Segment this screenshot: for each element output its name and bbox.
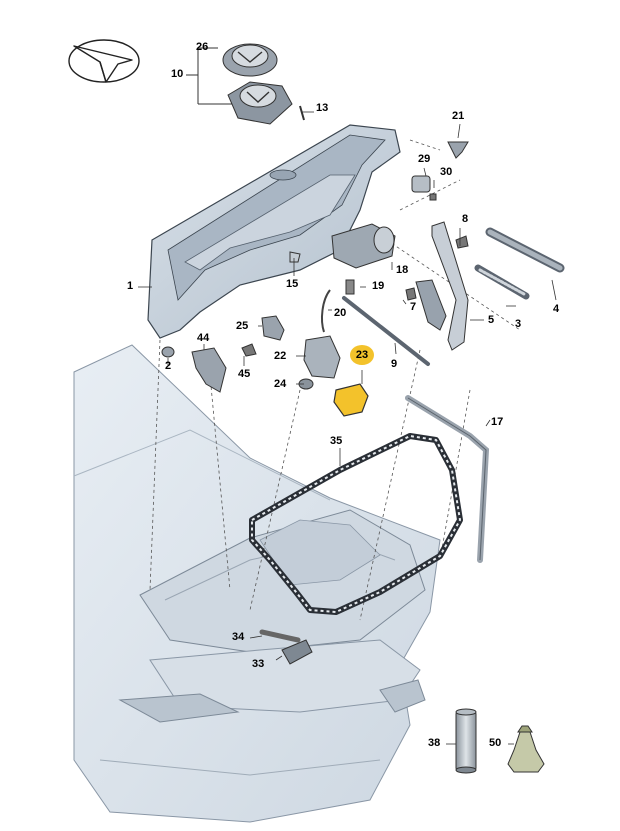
- label-part-7: 7: [410, 301, 417, 313]
- label-part-17: 17: [491, 416, 504, 428]
- polish-can-38: [455, 708, 477, 774]
- label-part-5: 5: [488, 314, 495, 326]
- label-part-44: 44: [197, 332, 210, 344]
- label-part-50: 50: [489, 737, 502, 749]
- lock-motor-18: [331, 223, 396, 295]
- label-part-30: 30: [440, 166, 453, 178]
- label-part-13: 13: [316, 102, 329, 114]
- label-part-15: 15: [286, 278, 299, 290]
- part-23-highlighted: [333, 383, 369, 417]
- label-part-21: 21: [452, 110, 465, 122]
- label-part-2: 2: [165, 360, 172, 372]
- label-part-22: 22: [274, 350, 287, 362]
- label-part-23: 23: [350, 345, 374, 365]
- hinge-arm: [415, 221, 469, 351]
- label-part-45: 45: [238, 368, 251, 380]
- label-part-34: 34: [232, 631, 245, 643]
- small-parts: [161, 141, 469, 358]
- label-part-20: 20: [334, 307, 347, 319]
- label-part-25: 25: [236, 320, 249, 332]
- seal-35-inner: [251, 434, 462, 614]
- lock-parts: [191, 315, 341, 393]
- floor-fasteners: [259, 629, 313, 665]
- label-part-24: 24: [274, 378, 287, 390]
- label-part-3: 3: [515, 318, 522, 330]
- car-body-rear: [73, 344, 441, 823]
- callout-leaders: [138, 111, 557, 745]
- label-part-18: 18: [396, 264, 409, 276]
- grease-bag-50: [507, 725, 545, 773]
- label-part-33: 33: [252, 658, 265, 670]
- bracket-10: [186, 47, 232, 105]
- label-part-9: 9: [391, 358, 398, 370]
- label-part-29: 29: [418, 153, 431, 165]
- label-part-26: 26: [196, 41, 209, 53]
- label-part-19: 19: [372, 280, 385, 292]
- label-part-38: 38: [428, 737, 441, 749]
- label-part-1: 1: [127, 280, 134, 292]
- gas-struts: [342, 227, 565, 366]
- emblem-assembly: [222, 43, 305, 125]
- label-part-10: 10: [171, 68, 184, 80]
- cable-20: [321, 289, 331, 333]
- trunk-lid: [147, 124, 401, 339]
- label-part-4: 4: [553, 303, 560, 315]
- label-part-8: 8: [462, 213, 469, 225]
- orientation-arrow-icon: [68, 39, 140, 83]
- rod-17-edge: [407, 397, 487, 561]
- label-part-35: 35: [330, 435, 343, 447]
